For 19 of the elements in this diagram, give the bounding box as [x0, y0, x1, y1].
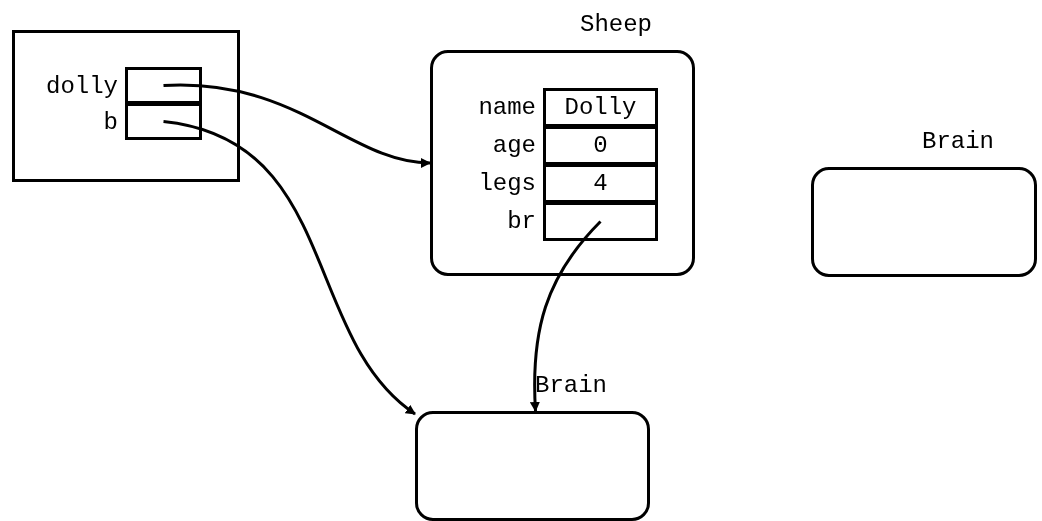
memory-cell: 0: [543, 126, 658, 165]
memory-cell: 4: [543, 164, 658, 203]
memory-cell: [543, 202, 658, 241]
arrow: [163, 120, 416, 416]
memory-cell: [125, 103, 202, 140]
object-title: Sheep: [580, 13, 652, 37]
field-name: legs: [478, 172, 536, 196]
arrow: [530, 220, 602, 412]
field-name: name: [478, 96, 536, 120]
object-title: Brain: [922, 130, 994, 154]
memory-cell: Dolly: [543, 88, 658, 127]
frame-box: [12, 30, 240, 182]
variable-name: dolly: [46, 75, 118, 99]
field-name: br: [507, 210, 536, 234]
arrow: [163, 83, 431, 168]
memory-cell: [125, 67, 202, 104]
variable-name: b: [103, 111, 118, 135]
object-title: Brain: [535, 374, 607, 398]
field-name: age: [492, 134, 536, 158]
